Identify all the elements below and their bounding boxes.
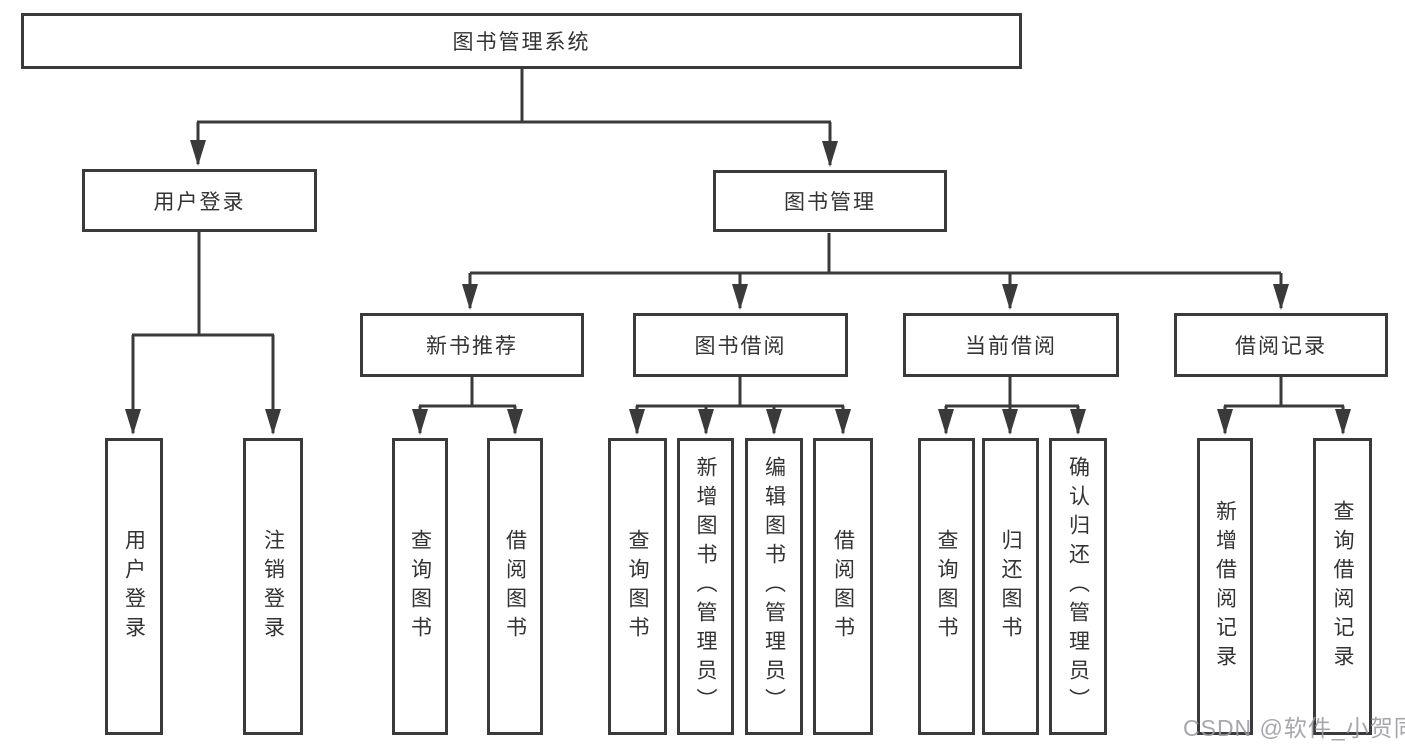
node-current-borrow: 当前借阅 <box>903 313 1119 377</box>
node-borrow-books-leaf: 借阅图书 <box>813 438 873 735</box>
node-return-books: 归还图书 <box>982 438 1039 735</box>
node-user-login-leaf-label: 用户登录 <box>122 528 146 645</box>
node-add-borrow-record: 新增借阅记录 <box>1197 438 1253 735</box>
node-query-books-recommend-label: 查询图书 <box>408 528 432 645</box>
node-borrow-books-recommend-label: 借阅图书 <box>503 528 527 645</box>
node-logout-label: 注销登录 <box>261 528 285 645</box>
node-return-books-label: 归还图书 <box>999 528 1022 645</box>
node-book-management: 图书管理 <box>713 170 947 232</box>
node-edit-books-admin: 编辑图书（管理员） <box>745 438 803 735</box>
node-logout: 注销登录 <box>243 438 303 735</box>
node-borrow-records-label: 借阅记录 <box>1235 335 1327 358</box>
node-add-books-admin-label: 新增图书（管理员） <box>694 456 717 717</box>
node-book-management-label: 图书管理 <box>784 191 876 214</box>
node-add-borrow-record-label: 新增借阅记录 <box>1213 499 1237 674</box>
node-confirm-return-admin-label: 确认归还（管理员） <box>1066 456 1090 717</box>
node-user-login-label: 用户登录 <box>153 190 246 214</box>
node-user-login-leaf: 用户登录 <box>105 438 163 735</box>
node-book-borrow: 图书借阅 <box>633 313 848 377</box>
node-root: 图书管理系统 <box>21 13 1022 69</box>
node-new-book-recommend: 新书推荐 <box>360 313 584 377</box>
node-book-borrow-label: 图书借阅 <box>694 335 787 358</box>
node-confirm-return-admin: 确认归还（管理员） <box>1049 438 1107 735</box>
node-edit-books-admin-label: 编辑图书（管理员） <box>762 456 786 717</box>
node-user-login: 用户登录 <box>82 169 317 232</box>
node-query-books-borrow: 查询图书 <box>608 438 667 735</box>
node-query-books-current: 查询图书 <box>918 438 975 735</box>
node-borrow-records: 借阅记录 <box>1174 313 1388 377</box>
node-add-books-admin: 新增图书（管理员） <box>677 438 734 735</box>
node-current-borrow-label: 当前借阅 <box>965 335 1057 358</box>
node-query-books-borrow-label: 查询图书 <box>626 528 649 645</box>
node-query-borrow-record: 查询借阅记录 <box>1313 438 1372 735</box>
watermark-text: CSDN @软件_小贺同学 <box>1183 715 1405 741</box>
node-query-books-recommend: 查询图书 <box>392 438 448 735</box>
node-root-label: 图书管理系统 <box>452 31 591 54</box>
node-query-borrow-record-label: 查询借阅记录 <box>1331 499 1354 674</box>
node-borrow-books-recommend: 借阅图书 <box>487 438 543 735</box>
node-query-books-current-label: 查询图书 <box>935 528 958 645</box>
node-new-book-recommend-label: 新书推荐 <box>426 335 518 358</box>
node-borrow-books-leaf-label: 借阅图书 <box>831 528 855 645</box>
